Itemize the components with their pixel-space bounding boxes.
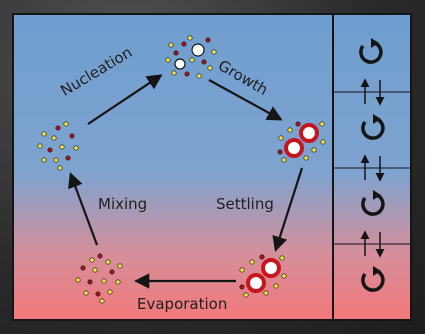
exchange-arrows-2 — [360, 154, 385, 182]
particle-cluster-settling — [239, 254, 287, 298]
mixing-label: Mixing — [98, 195, 148, 213]
arrow-growth-to-settling — [272, 167, 304, 252]
arrow-nucleation-to-growth — [208, 79, 283, 121]
settling-label: Settling — [216, 195, 274, 213]
particle-cluster-nucleation — [165, 35, 217, 79]
particle-cluster-evaporation — [75, 253, 123, 304]
exchange-arrows-3 — [360, 230, 385, 258]
cycle-arrows — [68, 74, 304, 289]
particle-cluster-growth — [277, 121, 326, 163]
main-panel — [12, 13, 412, 321]
arrow-evaporation-to-mixing — [68, 172, 99, 246]
evaporation-label: Evaporation — [137, 295, 228, 313]
exchange-arrows-1 — [360, 78, 385, 106]
circular-arrow-icon — [359, 38, 383, 64]
circular-arrow-icon — [361, 266, 385, 292]
particle-cluster-mixing — [37, 121, 79, 171]
circular-arrow-icon — [361, 190, 385, 216]
arrow-mixing-to-nucleation — [87, 74, 163, 125]
circular-arrow-icon — [361, 114, 385, 140]
